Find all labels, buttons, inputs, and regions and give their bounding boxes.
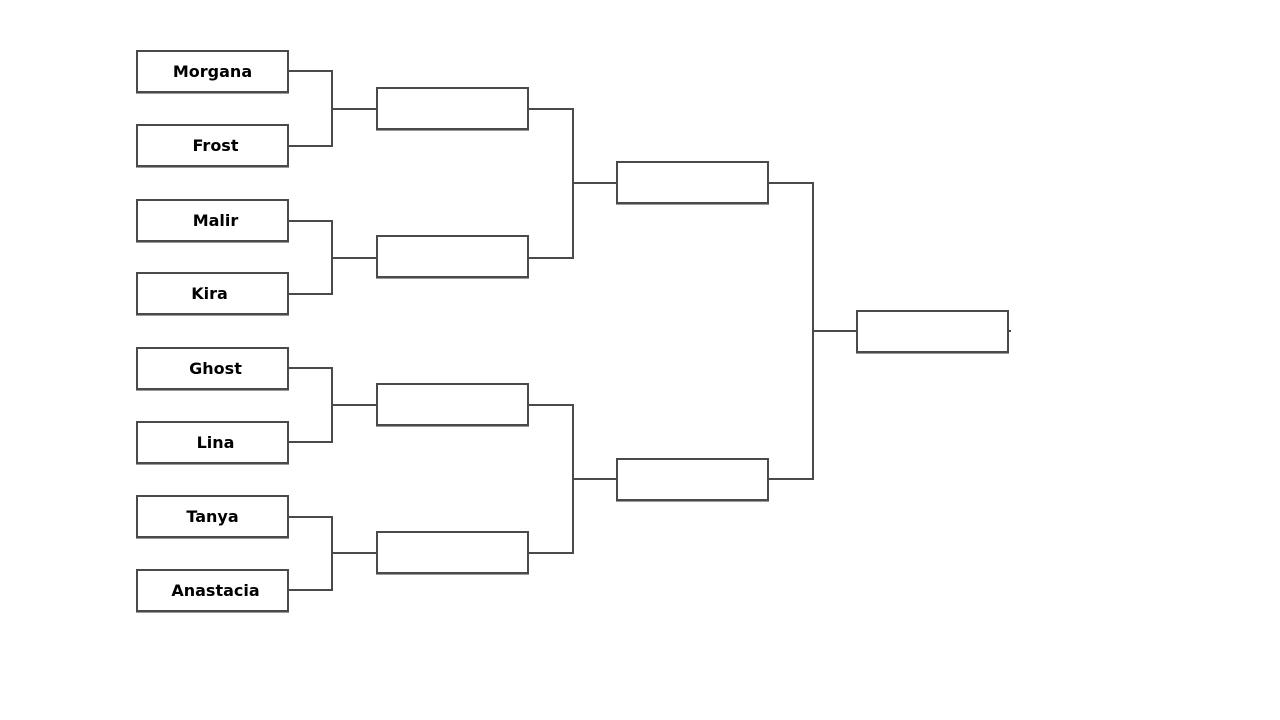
connector-r2-pair2 bbox=[528, 404, 617, 554]
competitor-name: Tanya bbox=[186, 507, 239, 526]
competitor-name: Malir bbox=[192, 211, 239, 230]
connector-r1-pair2 bbox=[289, 220, 377, 295]
connector-r3-pair1 bbox=[768, 182, 857, 480]
round3-slot[interactable] bbox=[616, 458, 769, 501]
round1-slot: Kira bbox=[136, 272, 289, 315]
round3-slot[interactable] bbox=[616, 161, 769, 204]
final-slot[interactable] bbox=[856, 310, 1009, 353]
round1-slot: Ghost bbox=[136, 347, 289, 390]
connector-r1-pair1 bbox=[289, 70, 377, 147]
competitor-name: Lina bbox=[196, 433, 235, 452]
competitor-name: Anastacia bbox=[171, 581, 260, 600]
competitor-name: Morgana bbox=[172, 62, 253, 81]
round1-slot: Lina bbox=[136, 421, 289, 464]
round2-slot[interactable] bbox=[376, 87, 529, 130]
round1-slot: Malir bbox=[136, 199, 289, 242]
connector-r1-pair3 bbox=[289, 367, 377, 443]
round2-slot[interactable] bbox=[376, 383, 529, 426]
round1-slot: Anastacia bbox=[136, 569, 289, 612]
competitor-name: Kira bbox=[191, 284, 228, 303]
connector-r1-pair4 bbox=[289, 516, 377, 591]
round2-slot[interactable] bbox=[376, 235, 529, 278]
round2-slot[interactable] bbox=[376, 531, 529, 574]
round1-slot: Tanya bbox=[136, 495, 289, 538]
round1-slot: Frost bbox=[136, 124, 289, 167]
connector-r2-pair1 bbox=[528, 108, 617, 259]
round1-slot: Morgana bbox=[136, 50, 289, 93]
competitor-name: Ghost bbox=[189, 359, 242, 378]
competitor-name: Frost bbox=[192, 136, 239, 155]
